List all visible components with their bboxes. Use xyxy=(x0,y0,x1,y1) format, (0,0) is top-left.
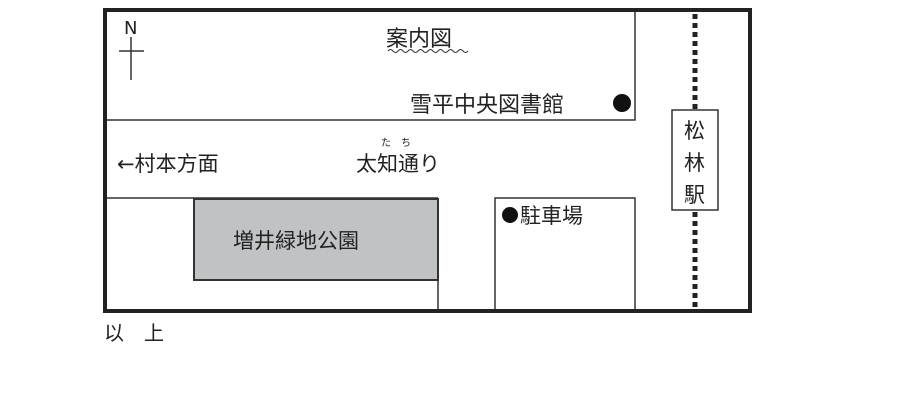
map-frame xyxy=(103,8,752,313)
station-label-2: 林 xyxy=(684,151,705,175)
station-label-1: 松 xyxy=(684,119,705,143)
street-ruby: た ち xyxy=(381,137,411,149)
street-label: 太知通り xyxy=(356,152,440,176)
parking-marker-icon xyxy=(502,207,518,223)
north-label: N xyxy=(124,18,137,39)
library-label: 雪平中央図書館 xyxy=(410,93,564,118)
closing-text: 以 上 xyxy=(104,321,164,345)
station-label-3: 駅 xyxy=(684,183,705,207)
map-title: 案内図 xyxy=(386,27,452,52)
north-arrow-icon xyxy=(119,37,144,80)
park-label: 増井緑地公園 xyxy=(233,229,359,253)
station-box xyxy=(671,109,719,211)
park-area xyxy=(193,198,439,281)
direction-label: ←村本方面 xyxy=(117,152,219,176)
parking-label: 駐車場 xyxy=(520,204,583,228)
library-marker-icon xyxy=(613,94,631,112)
title-wavy-underline xyxy=(387,49,469,53)
